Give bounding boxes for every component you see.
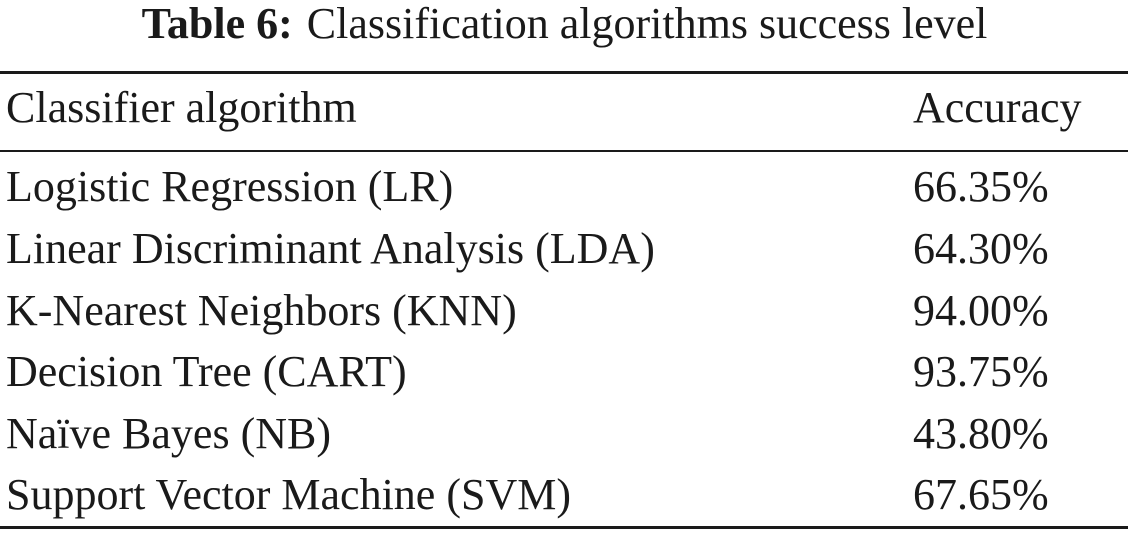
table-caption-label: Table 6: [141, 0, 293, 48]
row-accuracy-cell: 66.35% [913, 162, 1049, 211]
row-classifier-cell: Support Vector Machine (SVM) [6, 470, 571, 519]
row-classifier-cell: Naïve Bayes (NB) [6, 409, 332, 458]
row-classifier-cell: K-Nearest Neighbors (KNN) [6, 286, 517, 335]
row-accuracy-cell: 67.65% [913, 470, 1049, 519]
row-classifier-cell: Decision Tree (CART) [6, 347, 407, 396]
column-header-accuracy: Accuracy [913, 83, 1082, 132]
row-accuracy-cell: 94.00% [913, 286, 1049, 335]
table-caption-text: Classification algorithms success level [306, 0, 988, 48]
table-bottom-rule [0, 526, 1128, 529]
column-header-classifier: Classifier algorithm [6, 83, 357, 132]
row-classifier-cell: Linear Discriminant Analysis (LDA) [6, 224, 655, 273]
row-accuracy-cell: 93.75% [913, 347, 1049, 396]
row-accuracy-cell: 64.30% [913, 224, 1049, 273]
table-top-rule [0, 71, 1128, 74]
table-header-rule [0, 150, 1128, 152]
table-caption: Table 6: Classification algorithms succes… [0, 0, 1129, 52]
row-classifier-cell: Logistic Regression (LR) [6, 162, 454, 211]
row-accuracy-cell: 43.80% [913, 409, 1049, 458]
